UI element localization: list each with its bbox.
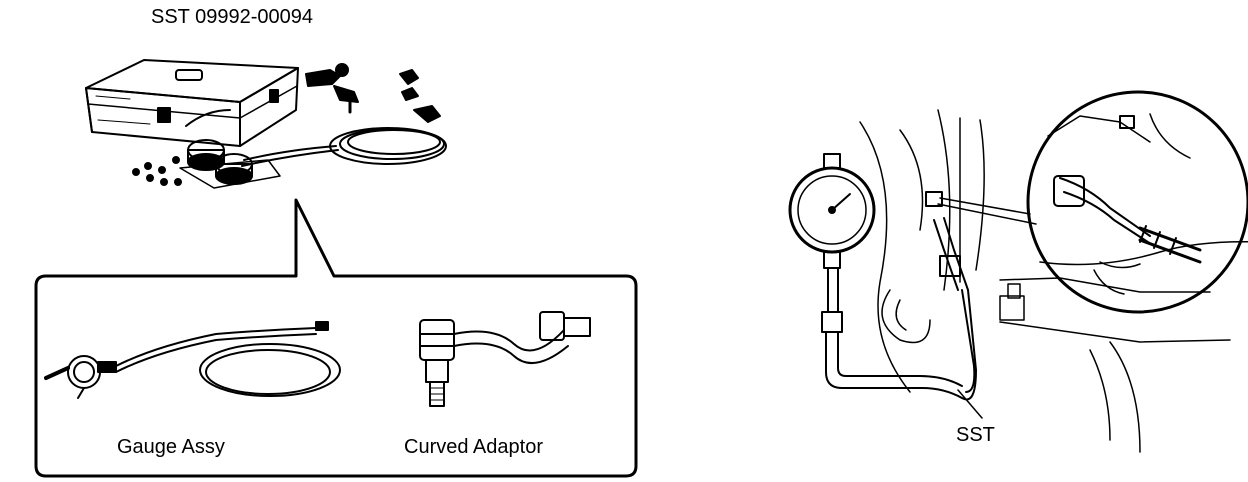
gauge-assy-illustration bbox=[44, 321, 341, 399]
tool-kit-contents-illustration bbox=[132, 63, 447, 189]
inset-leader-lines bbox=[937, 197, 1037, 225]
installed-sst-label: SST bbox=[956, 424, 995, 446]
curved-adaptor-illustration bbox=[419, 311, 591, 407]
tool-kit-case-illustration bbox=[85, 59, 299, 147]
gauge-assy-label: Gauge Assy bbox=[117, 436, 225, 458]
curved-adaptor-label: Curved Adaptor bbox=[404, 436, 543, 458]
magnified-detail-inset bbox=[1026, 90, 1248, 314]
installed-pressure-gauge bbox=[788, 153, 983, 419]
callout-frame bbox=[34, 198, 638, 478]
engine-block-illustration bbox=[859, 109, 1231, 453]
kit-part-number: SST 09992-00094 bbox=[151, 6, 313, 28]
